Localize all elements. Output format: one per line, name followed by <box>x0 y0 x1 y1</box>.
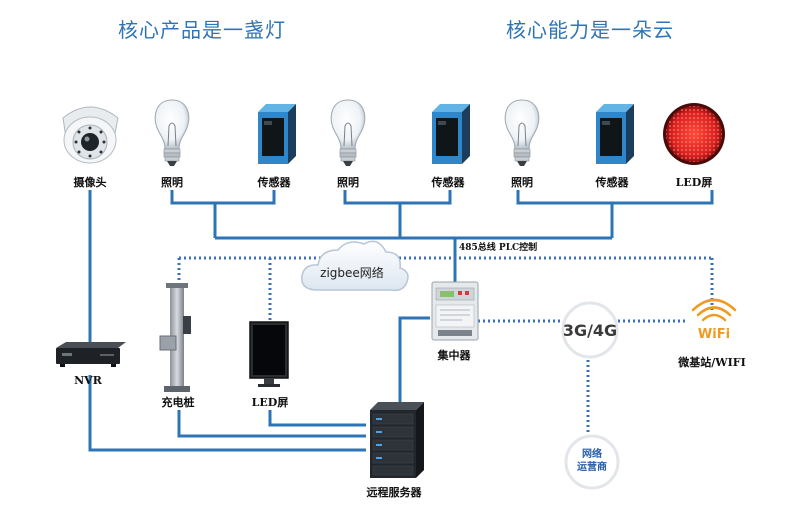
led-top-label: LED屏 <box>676 176 713 189</box>
charger-to-server <box>177 410 366 438</box>
heading-right: 核心能力是一朵云 <box>506 18 674 42</box>
sensor-icon <box>258 104 296 164</box>
sensor-label-2: 传感器 <box>431 175 466 189</box>
operator-label-2: 运营商 <box>577 460 607 473</box>
sensor-icon <box>596 104 634 164</box>
light-label-3: 照明 <box>511 176 533 189</box>
light-label-2: 照明 <box>337 176 359 189</box>
server-icon <box>370 402 424 478</box>
wireless-lines <box>177 256 714 440</box>
group2-bracket <box>343 190 452 205</box>
operator-label-1: 网络 <box>582 447 602 460</box>
nvr-to-server <box>88 375 366 452</box>
heading-left: 核心产品是一盏灯 <box>118 18 286 42</box>
bus-label: 485总线 PLC控制 <box>459 241 537 253</box>
wifi-logo-text: WiFi <box>698 327 730 342</box>
server-label: 远程服务器 <box>367 485 423 499</box>
charger-label: 充电桩 <box>162 395 195 409</box>
led-screen-icon <box>663 103 725 165</box>
nvr-label: NVR <box>74 374 103 387</box>
led-to-server <box>268 410 366 427</box>
concentrator-icon <box>431 281 479 341</box>
charging-pile-icon <box>159 283 191 392</box>
camera-label: 摄像头 <box>74 175 107 189</box>
cloud-icon <box>301 240 409 292</box>
bus-lines <box>88 190 714 452</box>
camera-icon <box>62 106 119 164</box>
group1-bracket <box>170 190 276 205</box>
zigbee-label: zigbee网络 <box>320 265 384 280</box>
operator-icon <box>564 434 620 490</box>
sensor-icon <box>432 104 470 164</box>
light-bulb-icon <box>504 99 540 166</box>
wifi-icon <box>691 298 737 322</box>
monitor-icon <box>249 321 289 387</box>
group3-bracket <box>516 190 714 205</box>
led-mid-label: LED屏 <box>252 396 289 409</box>
light-bulb-icon <box>154 99 190 166</box>
wifi-logo: WiFi <box>698 327 730 342</box>
sensor-label-3: 传感器 <box>595 175 630 189</box>
mobile-network-label: 3G/4G <box>563 321 617 340</box>
concentrator-label: 集中器 <box>437 348 472 362</box>
nvr-icon <box>56 342 126 367</box>
sensor-label-1: 传感器 <box>257 175 292 189</box>
light-label-1: 照明 <box>161 176 183 189</box>
concentrator-to-server <box>398 316 430 410</box>
microstation-label: 微基站/WIFI <box>677 355 745 369</box>
light-bulb-icon <box>330 99 366 166</box>
mobile-network-icon <box>561 301 619 359</box>
